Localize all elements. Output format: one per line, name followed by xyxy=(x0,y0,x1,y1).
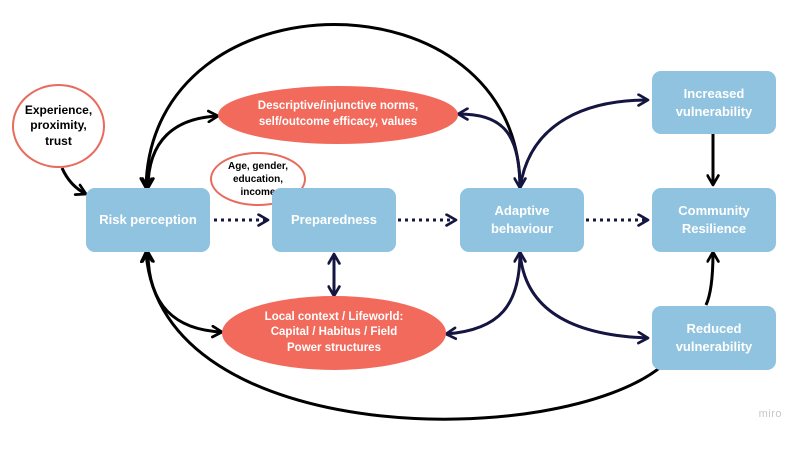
arrow-reduced-to-resilience xyxy=(704,250,720,306)
local-context-node: Local context / Lifeworld: Capital / Hab… xyxy=(222,296,446,370)
arrow-risk-norms xyxy=(141,109,220,190)
preparedness-node: Preparedness xyxy=(272,188,396,252)
arrow-reduced-to-risk-bottom xyxy=(139,250,663,421)
arrow-norms-adaptive xyxy=(456,107,527,190)
reduced-vulnerability-node: Reduced vulnerability xyxy=(652,306,776,370)
arrow-risk-local xyxy=(141,250,224,339)
community-resilience-node: Community Resilience xyxy=(652,188,776,252)
arrow-adaptive-to-reduced xyxy=(518,251,650,345)
experience-factor-node: Experience, proximity, trust xyxy=(12,84,105,168)
risk-perception-node: Risk perception xyxy=(86,188,210,252)
miro-watermark: miro xyxy=(758,408,782,420)
adaptive-behaviour-node: Adaptive behaviour xyxy=(460,188,584,252)
norms-efficacy-node: Descriptive/injunctive norms, self/outco… xyxy=(218,86,458,144)
increased-vulnerability-node: Increased vulnerability xyxy=(652,71,776,134)
arrow-adaptive-local xyxy=(444,250,527,341)
arrow-experience-to-risk xyxy=(60,167,88,196)
arrow-adaptive-to-increased xyxy=(518,93,650,189)
